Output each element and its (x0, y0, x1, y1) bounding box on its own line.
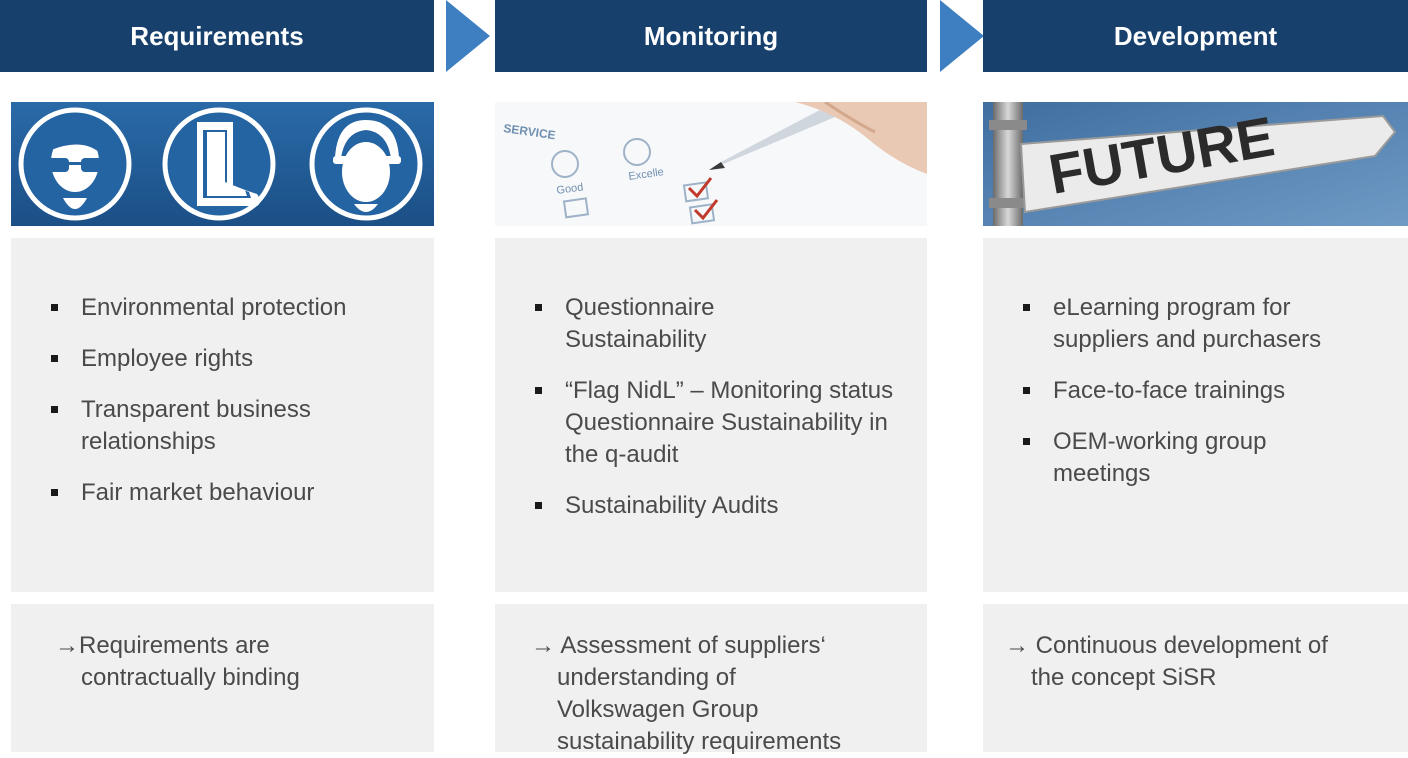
development-panel: eLearning program for suppliers and purc… (983, 238, 1408, 592)
requirements-picture (11, 102, 434, 226)
picture-good-text: Good (556, 181, 584, 197)
bullet-icon (535, 387, 542, 394)
stage-header-requirements: Requirements (0, 0, 434, 72)
list-item: Questionnaire Sustainability (495, 292, 765, 356)
future-signpost-icon (989, 102, 1397, 226)
safety-boots-icon (162, 107, 276, 221)
stage-title-requirements: Requirements (130, 20, 304, 51)
list-item: Environmental protection (11, 292, 434, 324)
list-item: Transparent business relationships (11, 394, 351, 458)
list-item: Face-to-face trainings (983, 375, 1408, 407)
development-result-text: → Continuous development of the concept … (1005, 632, 1328, 691)
requirements-result-text: →Requirements are contractually binding (55, 632, 300, 691)
bullet-icon (535, 502, 542, 509)
requirements-list: Environmental protection Employee rights… (11, 292, 434, 509)
requirements-result-panel: →Requirements are contractually binding (11, 604, 434, 752)
list-item: eLearning program for suppliers and purc… (983, 292, 1373, 356)
stage-header-monitoring: Monitoring (495, 0, 927, 72)
list-item: Fair market behaviour (11, 477, 434, 509)
development-result-panel: → Continuous development of the concept … (983, 604, 1408, 752)
bullet-icon (1023, 387, 1030, 394)
requirements-panel: Environmental protection Employee rights… (11, 238, 434, 592)
bullet-icon (535, 304, 542, 311)
picture-excellent-text: Excelle (628, 166, 665, 183)
arrow-right-icon: → (531, 632, 555, 659)
bullet-icon (51, 489, 58, 496)
development-list: eLearning program for suppliers and purc… (983, 292, 1408, 490)
list-item: OEM-working group meetings (983, 426, 1323, 490)
questionnaire-pen-icon (709, 102, 927, 174)
bullet-icon (1023, 438, 1030, 445)
development-picture: FUTURE (983, 102, 1408, 226)
stage-title-monitoring: Monitoring (643, 20, 779, 51)
list-item: “Flag NidL” – Monitoring status Question… (495, 375, 895, 471)
chevron-right-icon (940, 0, 984, 72)
arrow-right-icon: → (55, 632, 79, 659)
list-item: Employee rights (11, 343, 434, 375)
bullet-icon (51, 304, 58, 311)
monitoring-picture: SERVICE Good Excelle (495, 102, 927, 226)
monitoring-result-text: → Assessment of suppliers‘ understanding… (531, 632, 842, 755)
safety-glasses-icon (18, 107, 132, 221)
list-item: Sustainability Audits (495, 490, 927, 522)
bullet-icon (51, 355, 58, 362)
hard-hat-icon (309, 107, 423, 221)
monitoring-list: Questionnaire Sustainability “Flag NidL”… (495, 292, 927, 522)
chevron-right-icon (446, 0, 490, 72)
stage-header-development: Development (983, 0, 1408, 72)
bullet-icon (1023, 304, 1030, 311)
monitoring-result-panel: → Assessment of suppliers‘ understanding… (495, 604, 927, 755)
monitoring-panel: Questionnaire Sustainability “Flag NidL”… (495, 238, 927, 592)
bullet-icon (51, 406, 58, 413)
arrow-right-icon: → (1005, 632, 1029, 659)
stage-title-development: Development (1113, 20, 1278, 51)
